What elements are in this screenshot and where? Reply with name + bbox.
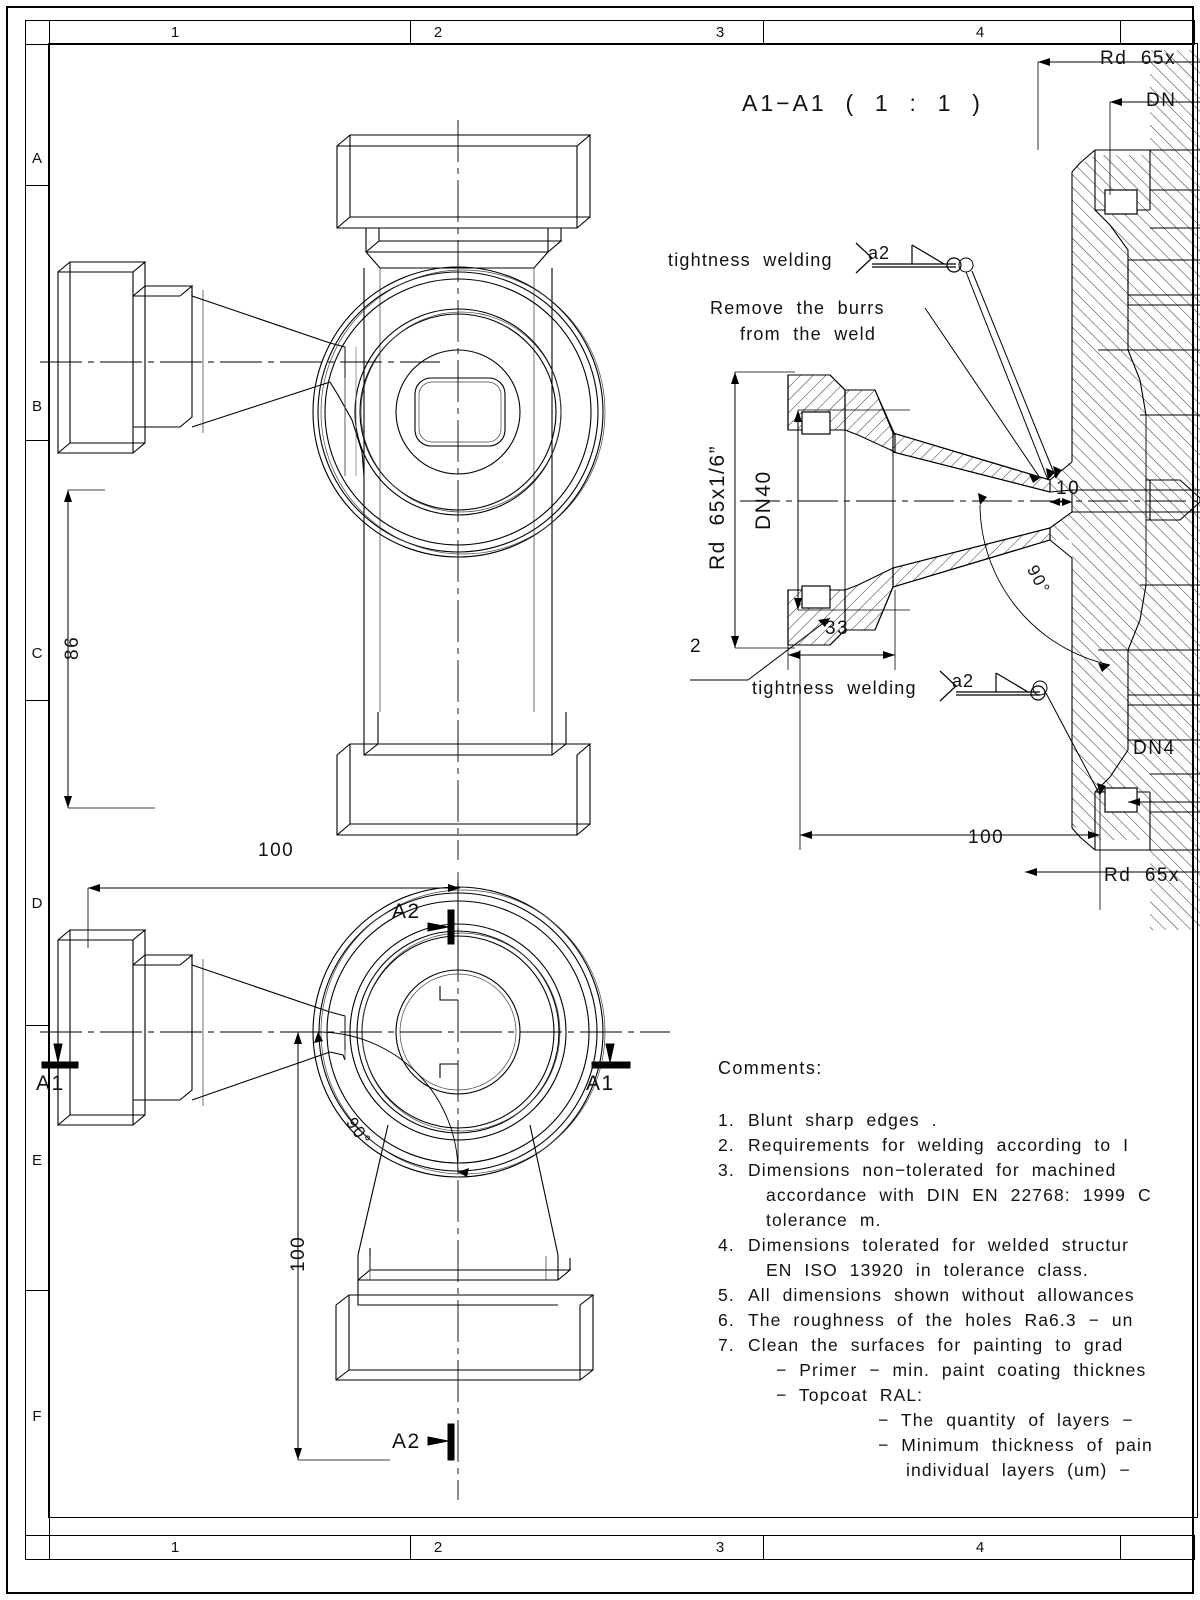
- zone-col-2-top: 2: [433, 24, 443, 41]
- zone-divider-left-3: [25, 700, 50, 701]
- comment-text-7-1: Clean the surfaces for painting to grad: [748, 1335, 1124, 1355]
- zone-row-a: A: [31, 150, 42, 167]
- chamfer-2-label: 2: [690, 636, 703, 657]
- comment-number-7: 7.: [718, 1335, 735, 1355]
- bore-dn40-left-label: DN40: [752, 470, 775, 530]
- comment-text-3-1: Dimensions non−tolerated for machined: [748, 1160, 1117, 1180]
- comment-text-4-1: Dimensions tolerated for welded structur: [748, 1235, 1130, 1255]
- remove-burrs-line2: from the weld: [740, 324, 877, 344]
- zone-divider-bottom-3: [1120, 1535, 1121, 1560]
- dimension-86-geometry: [64, 489, 155, 809]
- zone-col-1-bottom: 1: [170, 1539, 180, 1556]
- dimension-100-section-label: 100: [968, 827, 1005, 848]
- comment-subitem-5: individual layers (um) −: [906, 1460, 1131, 1480]
- zone-row-c: C: [31, 645, 43, 662]
- dimension-10-label: 10: [1056, 478, 1081, 499]
- zone-band-top: [25, 20, 1195, 45]
- comment-text-5-1: All dimensions shown without allowances: [748, 1285, 1135, 1305]
- comment-number-5: 5.: [718, 1285, 735, 1305]
- comments-heading: Comments:: [718, 1058, 823, 1078]
- comment-text-6-1: The roughness of the holes Ra6.3 − un: [748, 1310, 1134, 1330]
- comment-subitem-1: − Primer − min. paint coating thicknes: [776, 1360, 1147, 1380]
- zone-divider-bottom-1: [410, 1535, 411, 1560]
- comment-number-3: 3.: [718, 1160, 735, 1180]
- tightness-welding-top-label: tightness welding: [668, 250, 833, 270]
- zone-divider-top-1: [410, 20, 411, 45]
- zone-divider-bottom-2: [763, 1535, 764, 1560]
- zone-divider-left-4: [25, 1025, 50, 1026]
- section-label-a2-top: A2: [392, 900, 421, 923]
- dimension-86-label: 86: [62, 635, 83, 660]
- zone-col-3-bottom: 3: [715, 1539, 725, 1556]
- weld-symbol-top: [855, 242, 962, 274]
- front-view-geometry: [40, 120, 606, 860]
- zone-row-b: B: [31, 398, 42, 415]
- dimension-100-horizontal-geometry: [87, 872, 460, 954]
- bore-dn-top-label: DN: [1146, 90, 1177, 111]
- section-label-a1-left: A1: [36, 1072, 65, 1095]
- bore-dn4-bottom-label: DN4: [1133, 738, 1176, 759]
- dimension-33-label: 33: [825, 618, 850, 639]
- zone-divider-left-5: [25, 1290, 50, 1291]
- comment-text-3-2: accordance with DIN EN 22768: 1999 C: [766, 1185, 1152, 1205]
- zone-col-3-top: 3: [715, 24, 725, 41]
- dimension-100-horizontal-label: 100: [258, 840, 295, 861]
- section-label-a1-right: A1: [586, 1072, 615, 1095]
- zone-col-1-top: 1: [170, 24, 180, 41]
- comment-subitem-2: − Topcoat RAL:: [776, 1385, 924, 1405]
- zone-col-4-bottom: 4: [975, 1539, 985, 1556]
- zone-col-4-top: 4: [975, 24, 985, 41]
- comment-number-1: 1.: [718, 1110, 735, 1130]
- zone-row-f: F: [32, 1408, 42, 1425]
- zone-row-e: E: [31, 1152, 42, 1169]
- comments-block: Comments: 1. Blunt sharp edges . 2. Require…: [700, 1040, 1200, 1500]
- comment-text-2-1: Requirements for welding according to I: [748, 1135, 1130, 1155]
- section-markers-geometry: [41, 909, 631, 1461]
- zone-row-d: D: [31, 895, 43, 912]
- dimension-100-vertical-geometry: [294, 1032, 390, 1461]
- thread-rd65-top-label: Rd 65x: [1100, 48, 1176, 69]
- comment-subitem-4: − Minimum thickness of pain: [878, 1435, 1153, 1455]
- comment-number-4: 4.: [718, 1235, 735, 1255]
- section-view-title: A1−A1 ( 1 : 1 ): [742, 90, 983, 116]
- zone-divider-left-2: [25, 440, 50, 441]
- comment-text-3-3: tolerance m.: [766, 1210, 882, 1230]
- section-label-a2-bottom: A2: [392, 1430, 421, 1453]
- comment-subitem-3: − The quantity of layers −: [878, 1410, 1134, 1430]
- zone-divider-left-1: [25, 185, 50, 186]
- thread-rd65-left-label: Rd 65x1/6”: [706, 444, 729, 570]
- section-view-clip: [680, 50, 1200, 930]
- zone-divider-top-3: [1120, 20, 1121, 45]
- comment-text-1-1: Blunt sharp edges .: [748, 1110, 938, 1130]
- zone-divider-top-2: [763, 20, 764, 45]
- comment-number-2: 2.: [718, 1135, 735, 1155]
- weld-symbol-bottom-size: a2: [952, 671, 975, 691]
- remove-burrs-line1: Remove the burrs: [710, 298, 885, 318]
- section-view-geometry: [690, 50, 1200, 930]
- weld-symbol-bottom: [939, 670, 1046, 702]
- comment-text-4-2: EN ISO 13920 in tolerance class.: [766, 1260, 1089, 1280]
- thread-rd65-bottom-label: Rd 65x: [1104, 865, 1180, 886]
- zone-band-left: [25, 20, 50, 1560]
- zone-col-2-bottom: 2: [433, 1539, 443, 1556]
- weld-symbol-top-size: a2: [868, 243, 891, 263]
- comment-number-6: 6.: [718, 1310, 735, 1330]
- tightness-welding-bottom-label: tightness welding: [752, 678, 917, 698]
